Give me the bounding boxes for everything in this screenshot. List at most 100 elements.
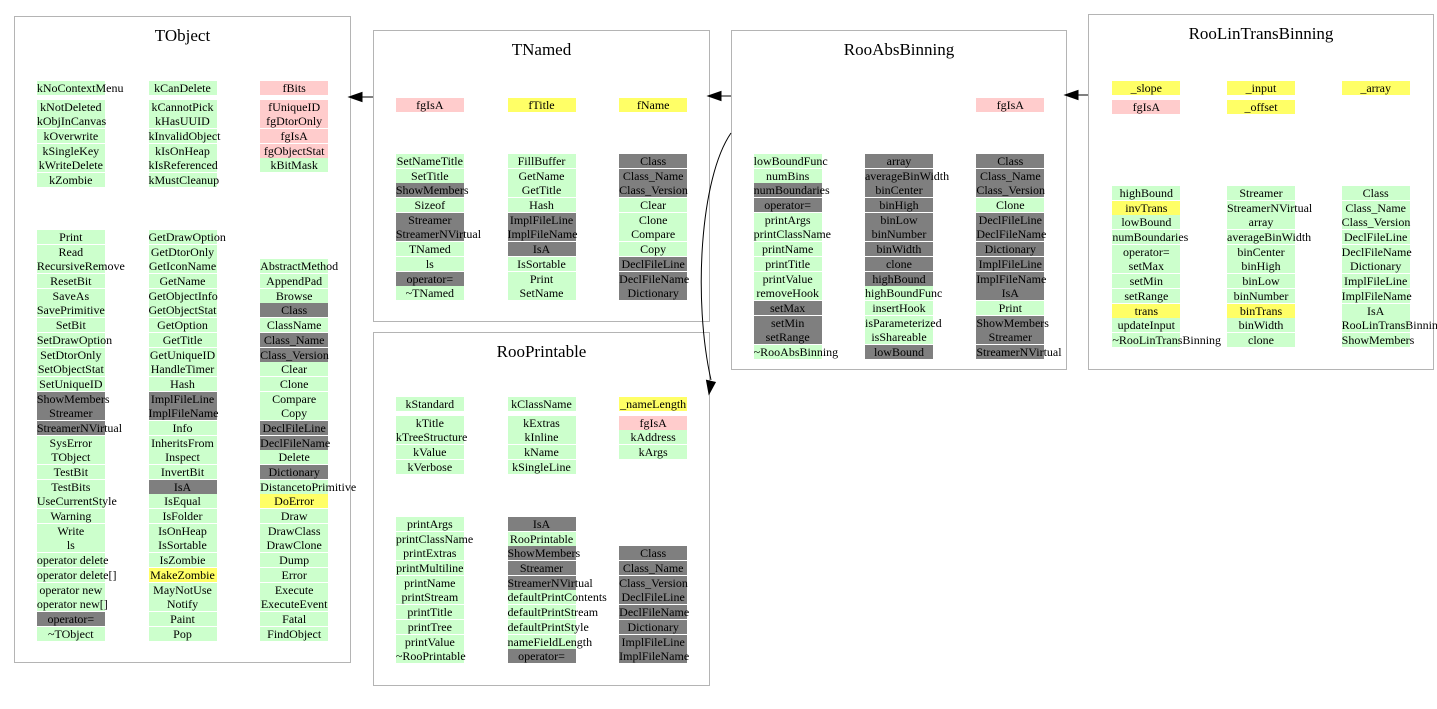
method-cell: defaultPrintStream — [507, 605, 599, 620]
method-cell: Class — [976, 154, 1045, 168]
method-cell: ls — [395, 256, 464, 271]
method-cell: Streamer — [976, 330, 1045, 345]
method-cell: Class_Version — [619, 183, 688, 198]
attribute-cell: kAddress — [619, 430, 688, 445]
method-cell: nameFieldLength — [507, 634, 593, 649]
method-cell: IsEqual — [148, 494, 217, 509]
method-cell: ImplFileName — [148, 406, 219, 421]
method-cell: InvertBit — [148, 465, 217, 479]
method-cell: GetIconName — [148, 259, 217, 274]
method-cell: ShowMembers — [1341, 332, 1415, 347]
method-cell: trans — [1112, 303, 1181, 318]
method-cell: StreamerNVirtual — [36, 420, 123, 435]
method-cell: GetDtorOnly — [148, 244, 217, 259]
method-cell: Paint — [148, 611, 217, 626]
attribute-cell: kArgs — [619, 445, 688, 460]
method-cell: Streamer — [507, 561, 576, 576]
method-cell: operator= — [1112, 244, 1181, 259]
attribute-cell: kIsReferenced — [148, 158, 218, 173]
method-cell: Clear — [260, 362, 329, 377]
method-cell: IsZombie — [148, 553, 217, 568]
attribute-cell: fgIsA — [1112, 99, 1181, 114]
method-cell: IsA — [976, 286, 1045, 301]
method-cell: DoError — [260, 494, 329, 509]
method-cell: ClassName — [260, 318, 329, 333]
attribute-cell: kSingleLine — [507, 459, 576, 474]
method-cell: operator= — [507, 649, 576, 664]
method-cell: SetNameTitle — [395, 154, 464, 168]
method-cell: Streamer — [36, 406, 105, 421]
method-cell: Class_Name — [976, 168, 1045, 183]
method-cell: Draw — [260, 509, 329, 524]
attribute-cell: fgIsA — [619, 415, 688, 430]
method-cell: operator= — [395, 271, 464, 286]
method-cell: Hash — [507, 198, 576, 213]
method-cell: operator new — [36, 582, 105, 597]
method-cell: IsA — [1341, 303, 1410, 318]
method-cell: operator new[] — [36, 597, 108, 612]
method-cell: GetUniqueID — [148, 347, 217, 362]
method-cell: Print — [976, 300, 1045, 315]
method-cell: printValue — [395, 634, 464, 649]
method-cell: DrawClone — [260, 538, 329, 553]
attribute-cell: fTitle — [507, 98, 576, 112]
method-cell: SysError — [36, 435, 105, 450]
method-cell: ResetBit — [36, 274, 105, 289]
method-cell: Dump — [260, 553, 329, 568]
attribute-cell: kTitle — [395, 415, 464, 430]
method-cell: Class_Name — [619, 168, 688, 183]
method-cell: IsA — [507, 242, 576, 257]
class-title-rooabsbinning: RooAbsBinning — [843, 40, 955, 59]
method-cell: ls — [36, 538, 105, 553]
attribute-cell: kWriteDelete — [36, 158, 105, 173]
method-cell: Class_Name — [260, 332, 329, 347]
attribute-cell: fgDtorOnly — [260, 114, 329, 129]
attribute-cell: fgIsA — [395, 98, 464, 112]
method-cell: Delete — [260, 450, 329, 465]
attribute-cell: kObjInCanvas — [36, 114, 107, 129]
method-cell: DeclFileName — [1341, 244, 1412, 259]
method-cell: TNamed — [395, 242, 464, 257]
method-cell: Copy — [260, 406, 329, 421]
method-cell: Class — [260, 303, 329, 318]
method-cell: Dictionary — [619, 286, 688, 301]
method-cell: binLow — [1227, 274, 1295, 289]
method-cell: binNumber — [1227, 288, 1295, 303]
method-cell: SetDtorOnly — [36, 347, 105, 362]
method-cell: operator delete — [36, 553, 109, 568]
method-cell: Class_Version — [619, 575, 688, 590]
method-cell: ~TNamed — [395, 286, 464, 301]
method-cell: printArgs — [395, 517, 464, 531]
method-cell: clone — [1227, 332, 1295, 347]
method-cell: StreamerNVirtual — [507, 575, 593, 590]
method-cell: DeclFileName — [976, 227, 1047, 242]
method-cell: Class_Version — [976, 183, 1045, 198]
method-cell: binHigh — [1227, 259, 1295, 274]
method-cell: lowBound — [1112, 215, 1181, 230]
method-cell: setMin — [753, 315, 822, 330]
method-cell: Clear — [619, 198, 688, 213]
class-title-tobject: TObject — [154, 26, 211, 45]
method-cell: operator delete[] — [36, 567, 117, 582]
method-cell: setMax — [1112, 259, 1181, 274]
method-cell: FindObject — [260, 626, 329, 641]
method-cell: ImplFileName — [619, 649, 690, 664]
attribute-cell: kName — [507, 445, 576, 460]
method-cell: printArgs — [753, 212, 822, 227]
method-cell: IsOnHeap — [148, 523, 217, 538]
method-cell: Class_Version — [1341, 215, 1411, 230]
method-cell: ~TObject — [36, 626, 105, 641]
method-cell: FillBuffer — [507, 154, 576, 168]
method-cell: ImplFileLine — [507, 212, 576, 227]
method-cell: DeclFileName — [619, 605, 690, 620]
method-cell: GetObjectStat — [148, 303, 217, 318]
attribute-cell: kMustCleanup — [148, 173, 220, 188]
method-cell: DrawClass — [260, 523, 329, 538]
attribute-cell: _array — [1341, 81, 1410, 95]
